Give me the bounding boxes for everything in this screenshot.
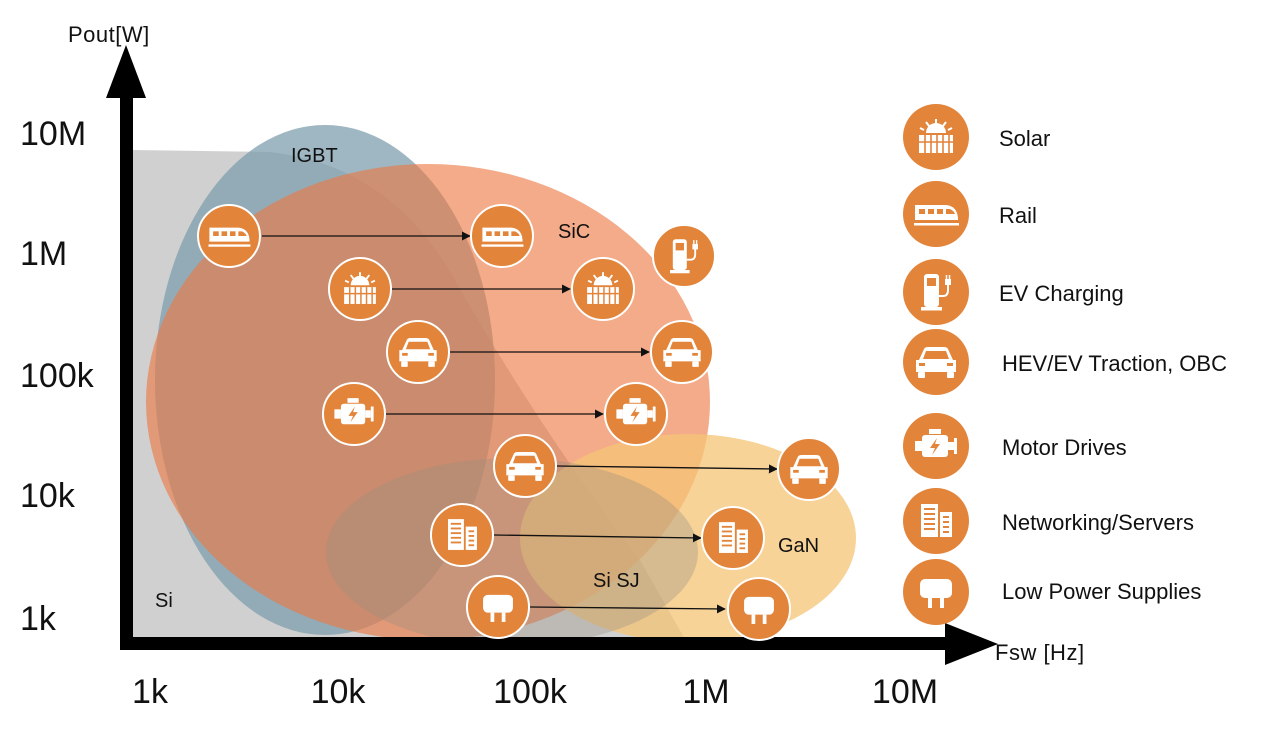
y-tick-10k: 10k bbox=[20, 477, 76, 515]
server-arrow bbox=[493, 533, 702, 543]
legend-item-networking: Networking/Servers bbox=[903, 488, 1194, 554]
legend-label: Solar bbox=[999, 126, 1050, 151]
si-sj-region bbox=[326, 458, 698, 646]
y-tick-1k: 1k bbox=[20, 600, 57, 638]
x-axis-arrow bbox=[945, 623, 998, 665]
x-tick-10m: 10M bbox=[872, 673, 938, 711]
ev-charging-icon bbox=[652, 224, 716, 288]
legend-item-motor-drives: Motor Drives bbox=[903, 413, 1127, 479]
motor-icon bbox=[604, 382, 668, 446]
y-axis-label: Pout[W] bbox=[68, 22, 150, 47]
car-icon bbox=[386, 320, 450, 384]
y-tick-10m: 10M bbox=[20, 115, 86, 153]
server-icon bbox=[903, 488, 969, 554]
legend-label: Rail bbox=[999, 203, 1037, 228]
legend-label: EV Charging bbox=[999, 281, 1124, 306]
y-axis-line bbox=[120, 85, 133, 650]
solar-icon bbox=[903, 104, 969, 170]
ev-charging-icon bbox=[903, 259, 969, 325]
sic-label: SiC bbox=[558, 221, 590, 243]
legend-item-ev-charging: EV Charging bbox=[903, 259, 1124, 325]
power-supply-icon bbox=[727, 577, 791, 641]
region-labels: Si IGBT SiC Si SJ GaN bbox=[155, 145, 819, 612]
y-axis-arrow bbox=[106, 45, 146, 98]
application-icons bbox=[197, 204, 841, 641]
traction-arrow-low bbox=[556, 464, 778, 474]
igbt-label: IGBT bbox=[291, 145, 338, 167]
x-tick-1m: 1M bbox=[682, 673, 729, 711]
car-icon bbox=[493, 434, 557, 498]
legend-label: Low Power Supplies bbox=[1002, 579, 1201, 604]
y-tick-100k: 100k bbox=[20, 357, 95, 395]
x-axis-label: Fsw [Hz] bbox=[995, 640, 1085, 665]
rail-icon bbox=[470, 204, 534, 268]
motor-icon bbox=[322, 382, 386, 446]
si-sj-label: Si SJ bbox=[593, 570, 640, 592]
axes: Pout[W] Fsw [Hz] bbox=[68, 22, 1085, 665]
x-axis-line bbox=[120, 637, 950, 650]
migration-arrows bbox=[262, 231, 778, 614]
legend-item-low-power: Low Power Supplies bbox=[903, 559, 1201, 625]
legend: Solar Rail EV Charging HEV/EV Traction, … bbox=[903, 104, 1227, 625]
x-tick-100k: 100k bbox=[493, 673, 568, 711]
legend-item-traction: HEV/EV Traction, OBC bbox=[903, 329, 1227, 395]
car-icon bbox=[650, 320, 714, 384]
si-label: Si bbox=[155, 590, 173, 612]
psu-arrow bbox=[529, 604, 726, 614]
legend-item-rail: Rail bbox=[903, 181, 1037, 247]
legend-label: Motor Drives bbox=[1002, 435, 1127, 460]
x-tick-labels: 1k 10k 100k 1M 10M bbox=[132, 673, 938, 711]
rail-icon bbox=[903, 181, 969, 247]
gan-label: GaN bbox=[778, 535, 819, 557]
legend-label: Networking/Servers bbox=[1002, 510, 1194, 535]
server-icon bbox=[430, 503, 494, 567]
legend-item-solar: Solar bbox=[903, 104, 1050, 170]
x-tick-10k: 10k bbox=[311, 673, 367, 711]
car-icon bbox=[903, 329, 969, 395]
solar-icon bbox=[328, 257, 392, 321]
motor-icon bbox=[903, 413, 969, 479]
power-supply-icon bbox=[466, 575, 530, 639]
power-supply-icon bbox=[903, 559, 969, 625]
car-icon bbox=[777, 437, 841, 501]
solar-icon bbox=[571, 257, 635, 321]
server-icon bbox=[701, 506, 765, 570]
y-tick-labels: 1k 10k 100k 1M 10M bbox=[20, 115, 95, 638]
y-tick-1m: 1M bbox=[20, 235, 67, 273]
technology-regions bbox=[133, 125, 856, 648]
x-tick-1k: 1k bbox=[132, 673, 169, 711]
rail-icon bbox=[197, 204, 261, 268]
legend-label: HEV/EV Traction, OBC bbox=[1002, 351, 1227, 376]
